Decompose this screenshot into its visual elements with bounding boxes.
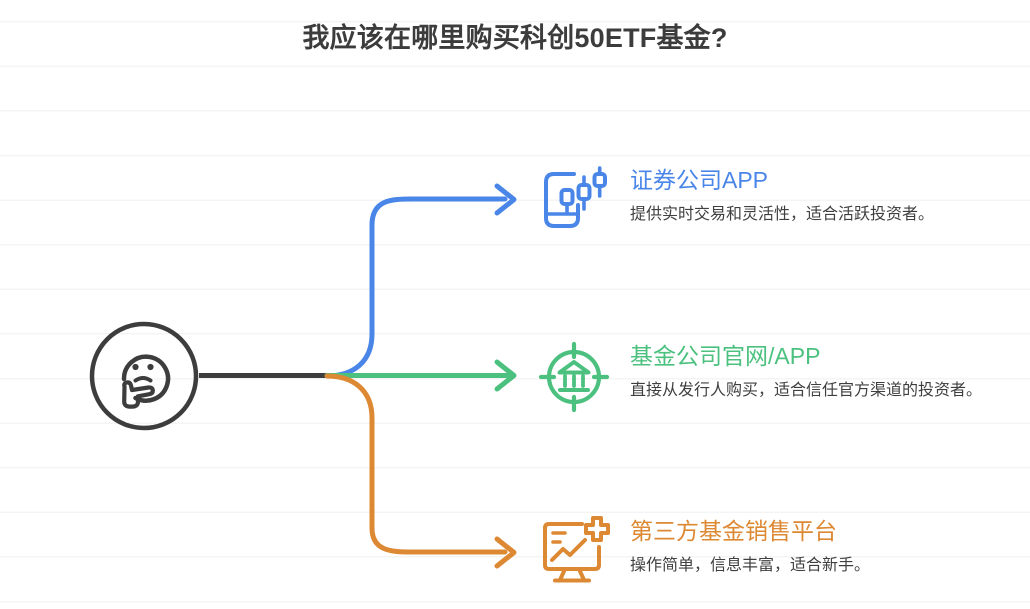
branch-text-third-party-platform: 第三方基金销售平台 操作简单，信息丰富，适合新手。 — [630, 516, 992, 579]
center-node — [88, 320, 200, 437]
branch-title-third-party-platform: 第三方基金销售平台 — [630, 518, 837, 544]
branch-line-broker-app — [324, 196, 508, 379]
branch-text-fund-company-official: 基金公司官网/APP 直接从发行人购买，适合信任官方渠道的投资者。 — [630, 341, 992, 404]
branch-description-third-party-platform: 操作简单，信息丰富，适合新手。 — [630, 557, 871, 574]
branch-text-broker-app: 证券公司APP 提供实时交易和灵活性，适合活跃投资者。 — [630, 165, 992, 228]
page-title: 我应该在哪里购买科创50ETF基金? — [302, 23, 728, 53]
bank-target-icon — [538, 341, 610, 418]
monitor-chart-plus-icon — [538, 516, 614, 593]
branch-description-broker-app: 提供实时交易和灵活性，适合活跃投资者。 — [630, 206, 935, 223]
branch-line-third-party-platform — [324, 373, 508, 555]
branch-title-fund-company-official: 基金公司官网/APP — [630, 343, 821, 369]
branch-description-fund-company-official: 直接从发行人购买，适合信任官方渠道的投资者。 — [630, 382, 983, 399]
branch-title-broker-app: 证券公司APP — [630, 167, 769, 193]
thinking-face-icon — [89, 321, 199, 431]
phone-candlestick-chart-icon — [538, 165, 610, 240]
